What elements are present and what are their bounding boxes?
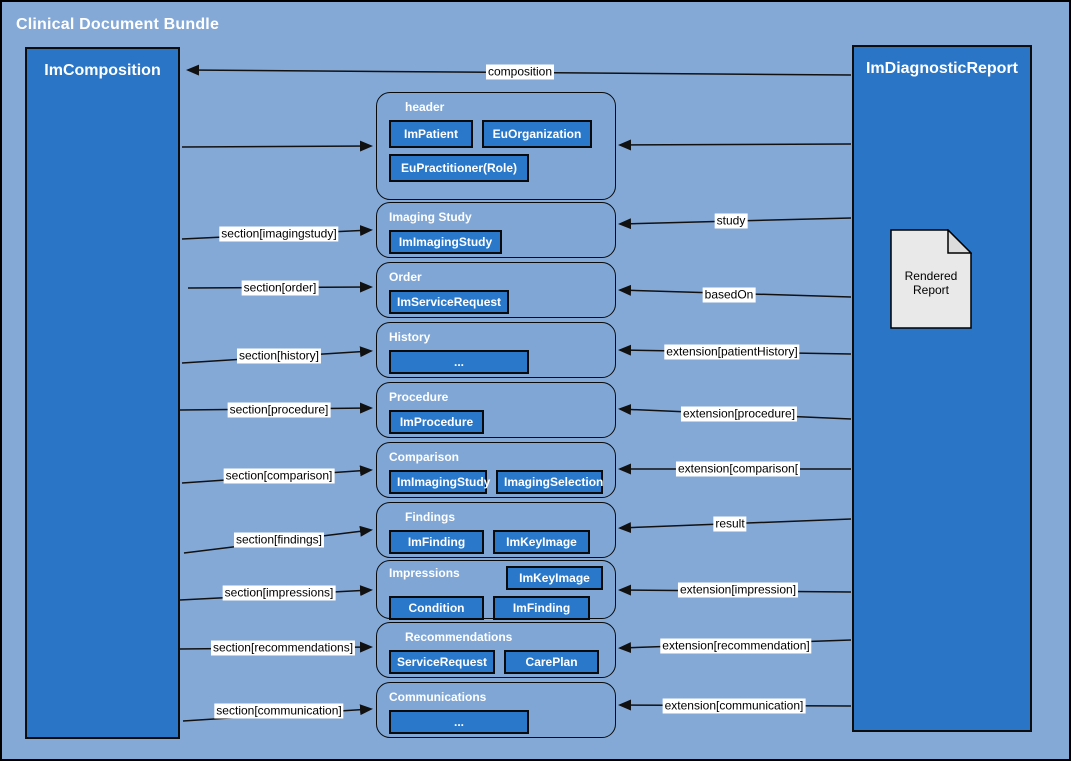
arrow-label-extension-patienthistory: extension[patientHistory]	[664, 344, 800, 360]
document-icon	[890, 228, 973, 329]
box-careplan[interactable]: CarePlan	[504, 650, 600, 674]
section-recommendations-title: Recommendations	[405, 630, 513, 644]
rendered-report-label: Rendered Report	[904, 269, 958, 297]
box-condition[interactable]: Condition	[389, 596, 484, 620]
section-imaging-study: Imaging Study ImImagingStudy	[376, 202, 616, 258]
box-imkeyimage[interactable]: ImKeyImage	[493, 530, 590, 554]
box-imservicerequest[interactable]: ImServiceRequest	[389, 290, 510, 314]
diagram-title: Clinical Document Bundle	[16, 16, 220, 33]
arrow-label-section-impressions: section[impressions]	[222, 585, 336, 601]
entity-imdiagnosticreport-label: ImDiagnosticReport	[865, 60, 1018, 77]
arrow-label-extension-communication: extension[communication]	[662, 698, 806, 714]
arrow-label-section-comparison: section[comparison]	[223, 468, 335, 484]
arrow-label-extension-procedure: extension[procedure]	[680, 406, 798, 422]
entity-imcomposition-label: ImComposition	[44, 62, 161, 79]
box-imfinding[interactable]: ImFinding	[389, 530, 484, 554]
entity-imdiagnosticreport[interactable]: ImDiagnosticReport	[852, 45, 1032, 732]
box-history-ellipsis[interactable]: ...	[389, 350, 529, 374]
box-servicerequest[interactable]: ServiceRequest	[389, 650, 496, 674]
section-header: header ImPatient EuOrganization EuPracti…	[376, 92, 616, 200]
arrow-label-result: result	[713, 516, 747, 532]
section-findings: Findings ImFinding ImKeyImage	[376, 502, 616, 558]
arrow-label-section-findings: section[findings]	[233, 532, 325, 548]
box-imagingselection[interactable]: ImagingSelection	[496, 470, 603, 494]
section-communications-title: Communications	[389, 690, 487, 704]
section-comparison: Comparison ImImagingStudy ImagingSelecti…	[376, 442, 616, 498]
arrow-label-basedon: basedOn	[702, 287, 756, 303]
section-communications: Communications ...	[376, 682, 616, 738]
arrow-label-section-procedure: section[procedure]	[227, 402, 331, 418]
arrow-label-section-imagingstudy: section[imagingstudy]	[219, 226, 339, 242]
box-improcedure[interactable]: ImProcedure	[389, 410, 484, 434]
box-imimagingstudy[interactable]: ImImagingStudy	[389, 230, 502, 254]
arrow-label-section-history: section[history]	[236, 348, 322, 364]
arrow-left-header	[181, 140, 373, 152]
arrow-label-section-communication: section[communication]	[214, 703, 344, 719]
section-procedure: Procedure ImProcedure	[376, 382, 616, 438]
section-impressions-title: Impressions	[389, 566, 460, 580]
rendered-report-document: Rendered Report	[890, 228, 973, 329]
section-comparison-title: Comparison	[389, 450, 460, 464]
section-recommendations: Recommendations ServiceRequest CarePlan	[376, 622, 616, 678]
section-procedure-title: Procedure	[389, 390, 449, 404]
section-history-title: History	[389, 330, 431, 344]
box-eupractitionerrole[interactable]: EuPractitioner(Role)	[389, 154, 529, 182]
section-order-title: Order	[389, 270, 422, 284]
arrow-label-extension-comparison: extension[comparison[	[675, 461, 801, 477]
arrow-label-composition: composition	[485, 64, 555, 80]
box-communications-ellipsis[interactable]: ...	[389, 710, 529, 734]
arrow-label-study: study	[714, 213, 748, 229]
section-order: Order ImServiceRequest	[376, 262, 616, 318]
arrow-label-extension-recommendation: extension[recommendation]	[660, 638, 812, 654]
section-imaging-study-title: Imaging Study	[389, 210, 472, 224]
box-impatient[interactable]: ImPatient	[389, 120, 473, 148]
section-impressions: Impressions ImKeyImage Condition ImFindi…	[376, 560, 616, 620]
box-euorganization[interactable]: EuOrganization	[482, 120, 592, 148]
arrow-label-section-order: section[order]	[241, 280, 319, 296]
arrow-right-header	[618, 139, 852, 151]
section-findings-title: Findings	[405, 510, 455, 524]
box-impressions-imfinding[interactable]: ImFinding	[493, 596, 590, 620]
box-impressions-imkeyimage[interactable]: ImKeyImage	[506, 566, 603, 590]
arrow-label-extension-impression: extension[impression]	[677, 582, 799, 598]
entity-imcomposition[interactable]: ImComposition	[25, 47, 180, 739]
section-header-title: header	[405, 100, 445, 114]
box-comparison-imimagingstudy[interactable]: ImImagingStudy	[389, 470, 490, 494]
arrow-label-section-recommendations: section[recommendations]	[210, 640, 356, 656]
section-history: History ...	[376, 322, 616, 378]
